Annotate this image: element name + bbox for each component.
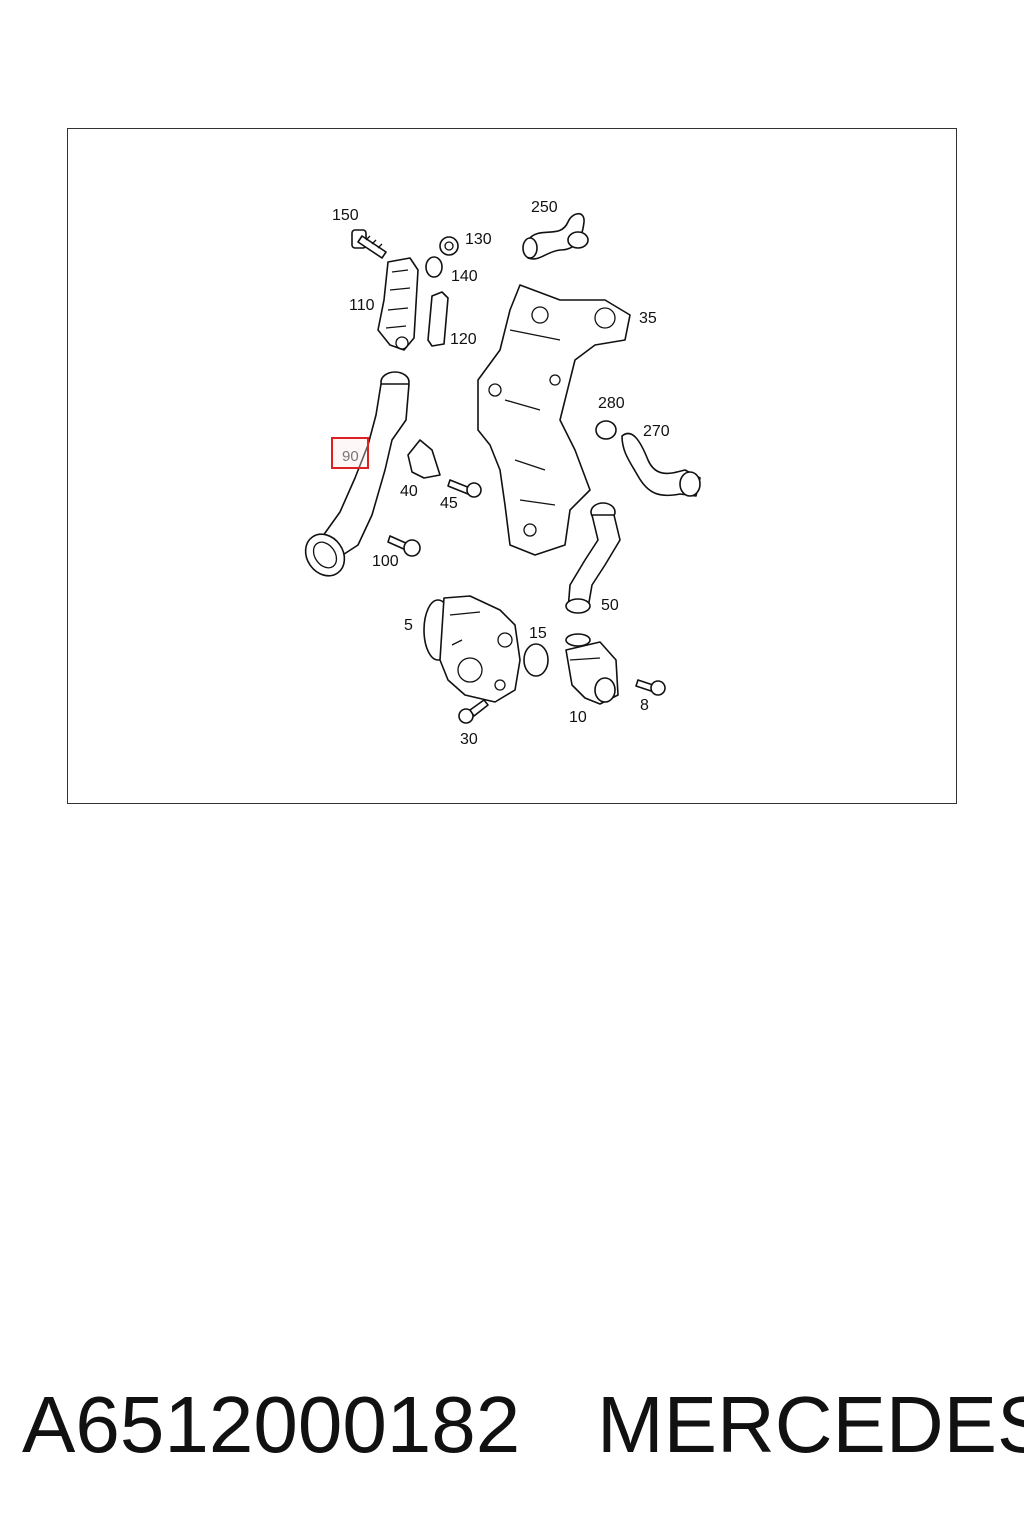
part-120-gasket [427,291,449,347]
callout-5: 5 [404,617,413,634]
callout-250: 250 [531,199,558,216]
callout-8: 8 [640,697,649,714]
caption: A6512000182 MERCEDES [0,1370,1024,1480]
part-130-plug [439,236,459,256]
callout-130: 130 [465,231,492,248]
part-40-bracket [407,439,441,479]
callout-280: 280 [598,395,625,412]
callout-45: 45 [440,495,458,512]
part-50-hose [565,502,621,614]
part-35-engine-cover [477,284,631,556]
part-8-bolt [635,679,666,696]
callout-35: 35 [639,310,657,327]
part-270-hose [621,432,701,497]
part-45-bolt [447,479,482,498]
part-100-bolt [387,535,421,557]
part-250-hose [522,212,589,260]
part-30-bolt [458,699,489,724]
callout-100: 100 [372,553,399,570]
callout-120: 120 [450,331,477,348]
callout-30: 30 [460,731,478,748]
part-15-oring [523,643,549,677]
part-10-thermostat-housing [565,633,619,705]
callout-270: 270 [643,423,670,440]
callout-40: 40 [400,483,418,500]
callout-150: 150 [332,207,359,224]
part-280-clamp [595,420,617,440]
callout-10: 10 [569,709,587,726]
part-number: A6512000182 [22,1380,521,1469]
callout-15: 15 [529,625,547,642]
diagram-frame [67,128,957,804]
callout-90-highlight-box[interactable] [331,437,369,469]
callout-50: 50 [601,597,619,614]
part-150-bolt [351,229,387,259]
part-90-hose [304,371,410,577]
callout-110: 110 [349,297,375,314]
callout-90[interactable]: 90 [342,448,359,465]
callout-140: 140 [451,268,478,285]
part-5-water-pump [423,595,521,703]
brand-name: MERCEDES [597,1380,1024,1469]
part-140-oring [425,256,443,278]
part-110-housing [377,257,419,351]
